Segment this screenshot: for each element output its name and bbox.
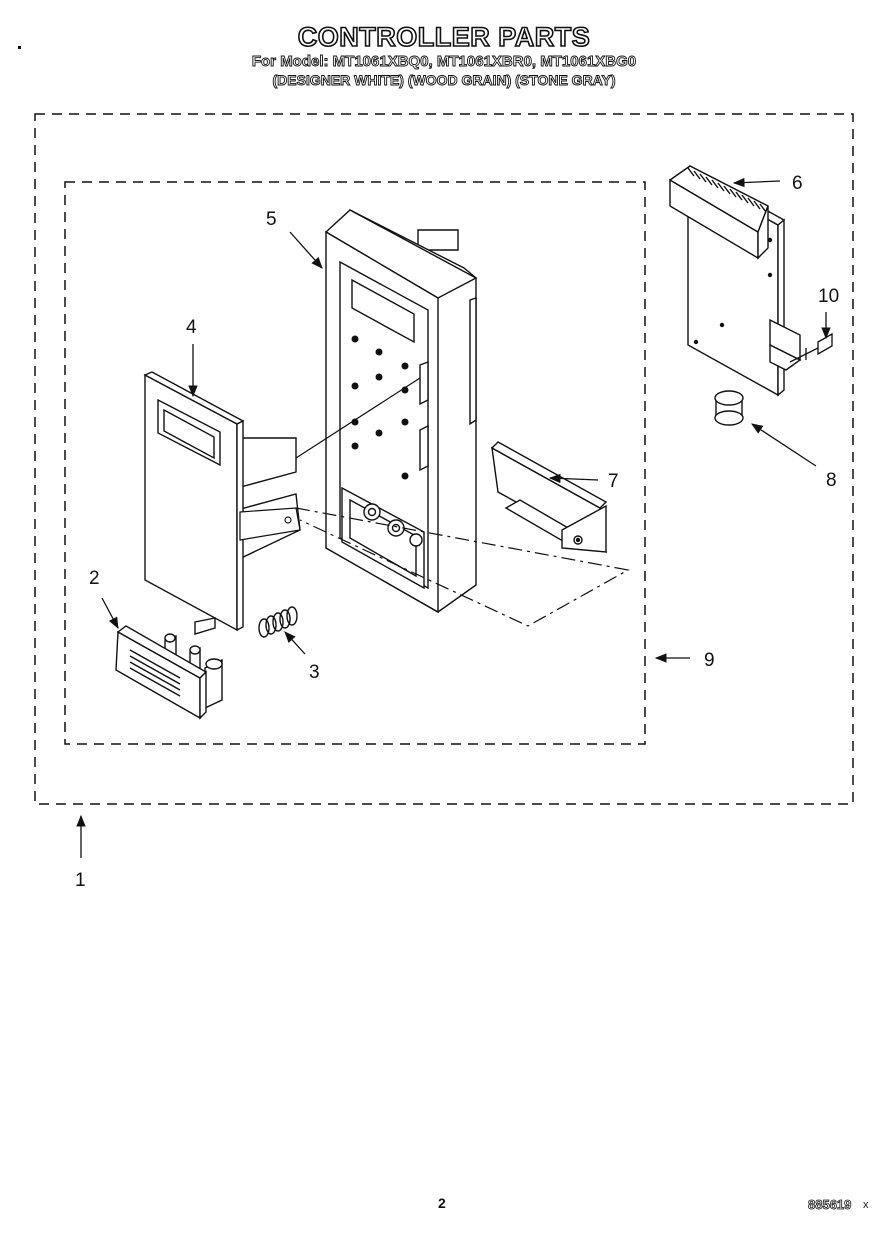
control-board-part xyxy=(668,165,802,397)
page-title: CONTROLLER PARTS xyxy=(297,21,591,53)
keypad-buttons xyxy=(351,335,409,480)
document-mark: x xyxy=(863,1199,869,1211)
control-panel-housing-part xyxy=(324,208,478,614)
callout-8: 8 xyxy=(826,470,837,491)
arrow-3 xyxy=(284,631,306,655)
callout-5: 5 xyxy=(266,209,277,230)
arrow-6 xyxy=(732,177,781,188)
page-number: 2 xyxy=(438,1195,446,1211)
callout-7: 7 xyxy=(608,471,619,492)
keypad-membrane-part xyxy=(143,371,301,635)
arrow-8 xyxy=(751,423,817,467)
board-components xyxy=(693,237,773,345)
knob-part xyxy=(714,390,744,426)
assembly-boundary-outer xyxy=(34,113,854,805)
latch-bracket-part xyxy=(490,441,608,554)
model-numbers: For Model: MT1061XBQ0, MT1061XBR0, MT106… xyxy=(251,53,637,71)
assembly-boundary-inner xyxy=(64,181,646,745)
corner-mark xyxy=(18,46,21,49)
callout-4: 4 xyxy=(186,317,197,338)
callout-arrows xyxy=(76,177,831,858)
callout-10: 10 xyxy=(818,286,839,307)
arrow-7 xyxy=(548,473,599,484)
assembly-connector-lines xyxy=(239,377,630,627)
spring-part xyxy=(258,606,298,638)
callout-6: 6 xyxy=(792,173,803,194)
callout-3: 3 xyxy=(309,662,320,683)
callout-2: 2 xyxy=(89,568,100,589)
finish-variants: (DESIGNER WHITE) (WOOD GRAIN) (STONE GRA… xyxy=(272,72,616,89)
arrow-2 xyxy=(101,597,119,630)
connector-pins xyxy=(687,167,767,213)
door-release-button-part xyxy=(115,625,223,720)
callout-1: 1 xyxy=(75,870,86,891)
arrow-5 xyxy=(289,231,323,269)
callout-9: 9 xyxy=(704,650,715,671)
document-number: 885619 xyxy=(808,1197,852,1213)
